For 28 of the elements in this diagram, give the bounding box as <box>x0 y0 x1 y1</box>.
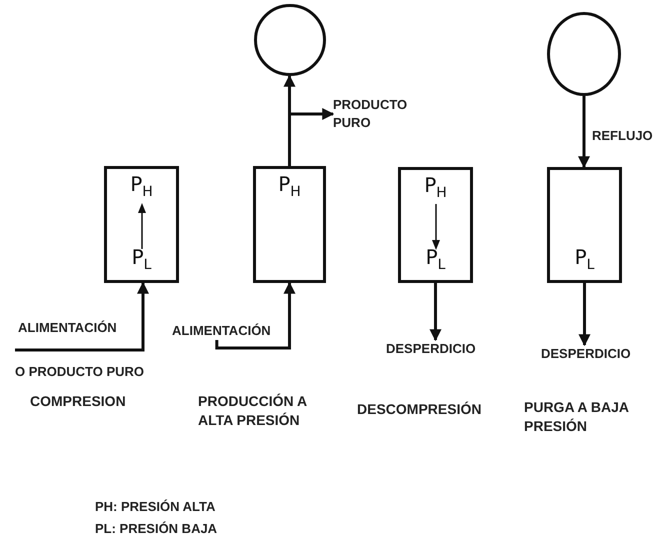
vessel-box <box>104 166 179 283</box>
flow-arrow <box>578 96 590 168</box>
pressure-label: P$_{L}$ <box>426 246 446 275</box>
flow-arrow <box>215 282 296 350</box>
step-caption: COMPRESION <box>30 392 127 411</box>
step-caption: DESCOMPRESIÓN <box>357 400 482 419</box>
pressure-label: P$_{L}$ <box>132 246 152 275</box>
note-text: PH: PRESIÓN ALTA <box>95 498 216 516</box>
stream-label: ALIMENTACIÓN <box>172 322 284 340</box>
vessel-box <box>547 167 622 283</box>
pressure-label: P$_{H}$ <box>278 173 301 202</box>
pressure-label: P$_{H}$ <box>424 174 447 203</box>
flow-arrow <box>288 108 334 166</box>
flow-arrow <box>15 282 149 352</box>
stream-label: DESPERDICIO <box>386 340 491 358</box>
stream-label: O PRODUCTO PURO <box>15 364 144 380</box>
flow-arrow <box>430 283 442 342</box>
step-caption: PRODUCCIÓN A ALTA PRESIÓN <box>198 392 308 430</box>
edge-label: REFLUJO <box>592 128 653 144</box>
pressure-label: P$_{L}$ <box>574 246 594 275</box>
vessel-box <box>253 166 326 283</box>
pressure-label: P$_{H}$ <box>130 173 153 202</box>
stream-label: ALIMENTACIÓN <box>18 320 117 336</box>
stream-label: DESPERDICIO <box>541 345 637 363</box>
step-caption: PURGA A BAJA PRESIÓN <box>524 398 630 436</box>
flow-arrow <box>578 283 590 346</box>
note-text: PL: PRESIÓN BAJA <box>95 520 218 538</box>
vessel-box <box>398 167 473 283</box>
